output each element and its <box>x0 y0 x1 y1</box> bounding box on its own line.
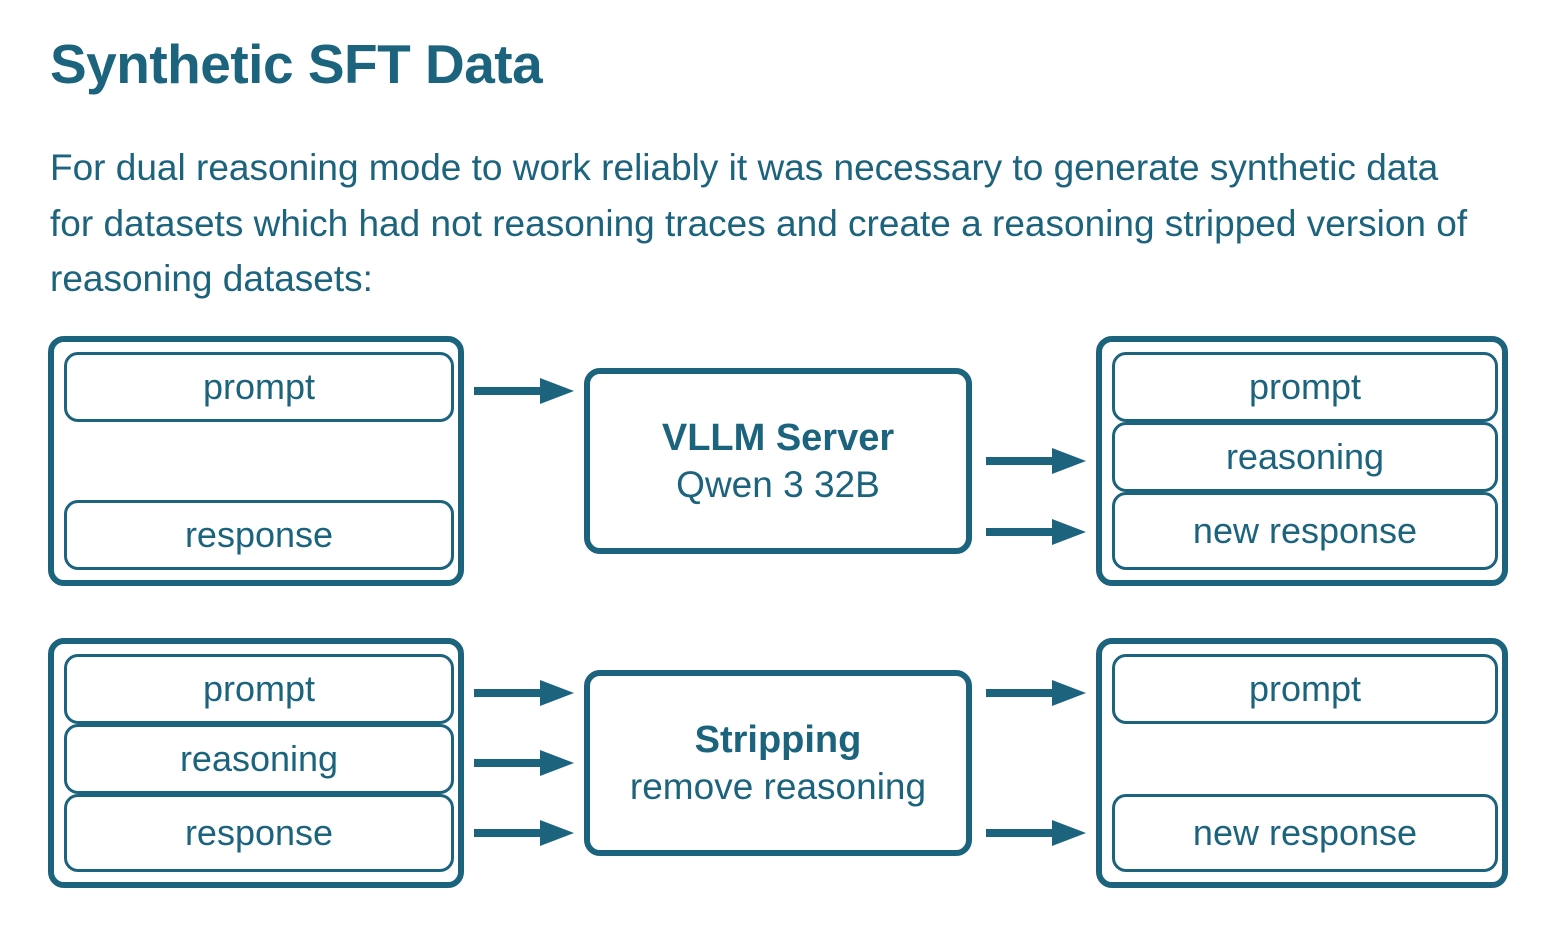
row1-output-item-reasoning[interactable]: reasoning <box>1112 422 1498 492</box>
row2-output-item-prompt[interactable]: prompt <box>1112 654 1498 724</box>
row1-process-vllm-server[interactable]: VLLM Server Qwen 3 32B <box>584 368 972 554</box>
row2-arrow-out-2 <box>986 818 1086 848</box>
row2-process-title: Stripping <box>694 719 862 762</box>
row2-input-group: prompt reasoning response <box>48 638 464 888</box>
row2-output-group: prompt new response <box>1096 638 1508 888</box>
page-description: For dual reasoning mode to work reliably… <box>50 147 1468 299</box>
row2-input-item-response[interactable]: response <box>64 794 454 872</box>
row1-output-item-new-response[interactable]: new response <box>1112 492 1498 570</box>
row1-input-item-response[interactable]: response <box>64 500 454 570</box>
row1-arrow-out-1 <box>986 446 1086 476</box>
row1-process-subtitle: Qwen 3 32B <box>676 463 880 505</box>
row2-arrow-in-3 <box>474 818 574 848</box>
row2-process-subtitle: remove reasoning <box>629 765 927 807</box>
row1-input-group: prompt response <box>48 336 464 586</box>
row1-output-group: prompt reasoning new response <box>1096 336 1508 586</box>
row2-arrow-out-1 <box>986 678 1086 708</box>
row2-arrow-in-1 <box>474 678 574 708</box>
row2-input-item-reasoning[interactable]: reasoning <box>64 724 454 794</box>
row1-arrow-in-1 <box>474 376 574 406</box>
row1-input-item-prompt[interactable]: prompt <box>64 352 454 422</box>
row2-process-stripping[interactable]: Stripping remove reasoning <box>584 670 972 856</box>
row2-arrow-in-2 <box>474 748 574 778</box>
row1-arrow-out-2 <box>986 517 1086 547</box>
row1-process-title: VLLM Server <box>661 417 895 460</box>
row1-output-item-prompt[interactable]: prompt <box>1112 352 1498 422</box>
row2-output-item-new-response[interactable]: new response <box>1112 794 1498 872</box>
row2-input-item-prompt[interactable]: prompt <box>64 654 454 724</box>
page-title: Synthetic SFT Data <box>50 33 543 95</box>
